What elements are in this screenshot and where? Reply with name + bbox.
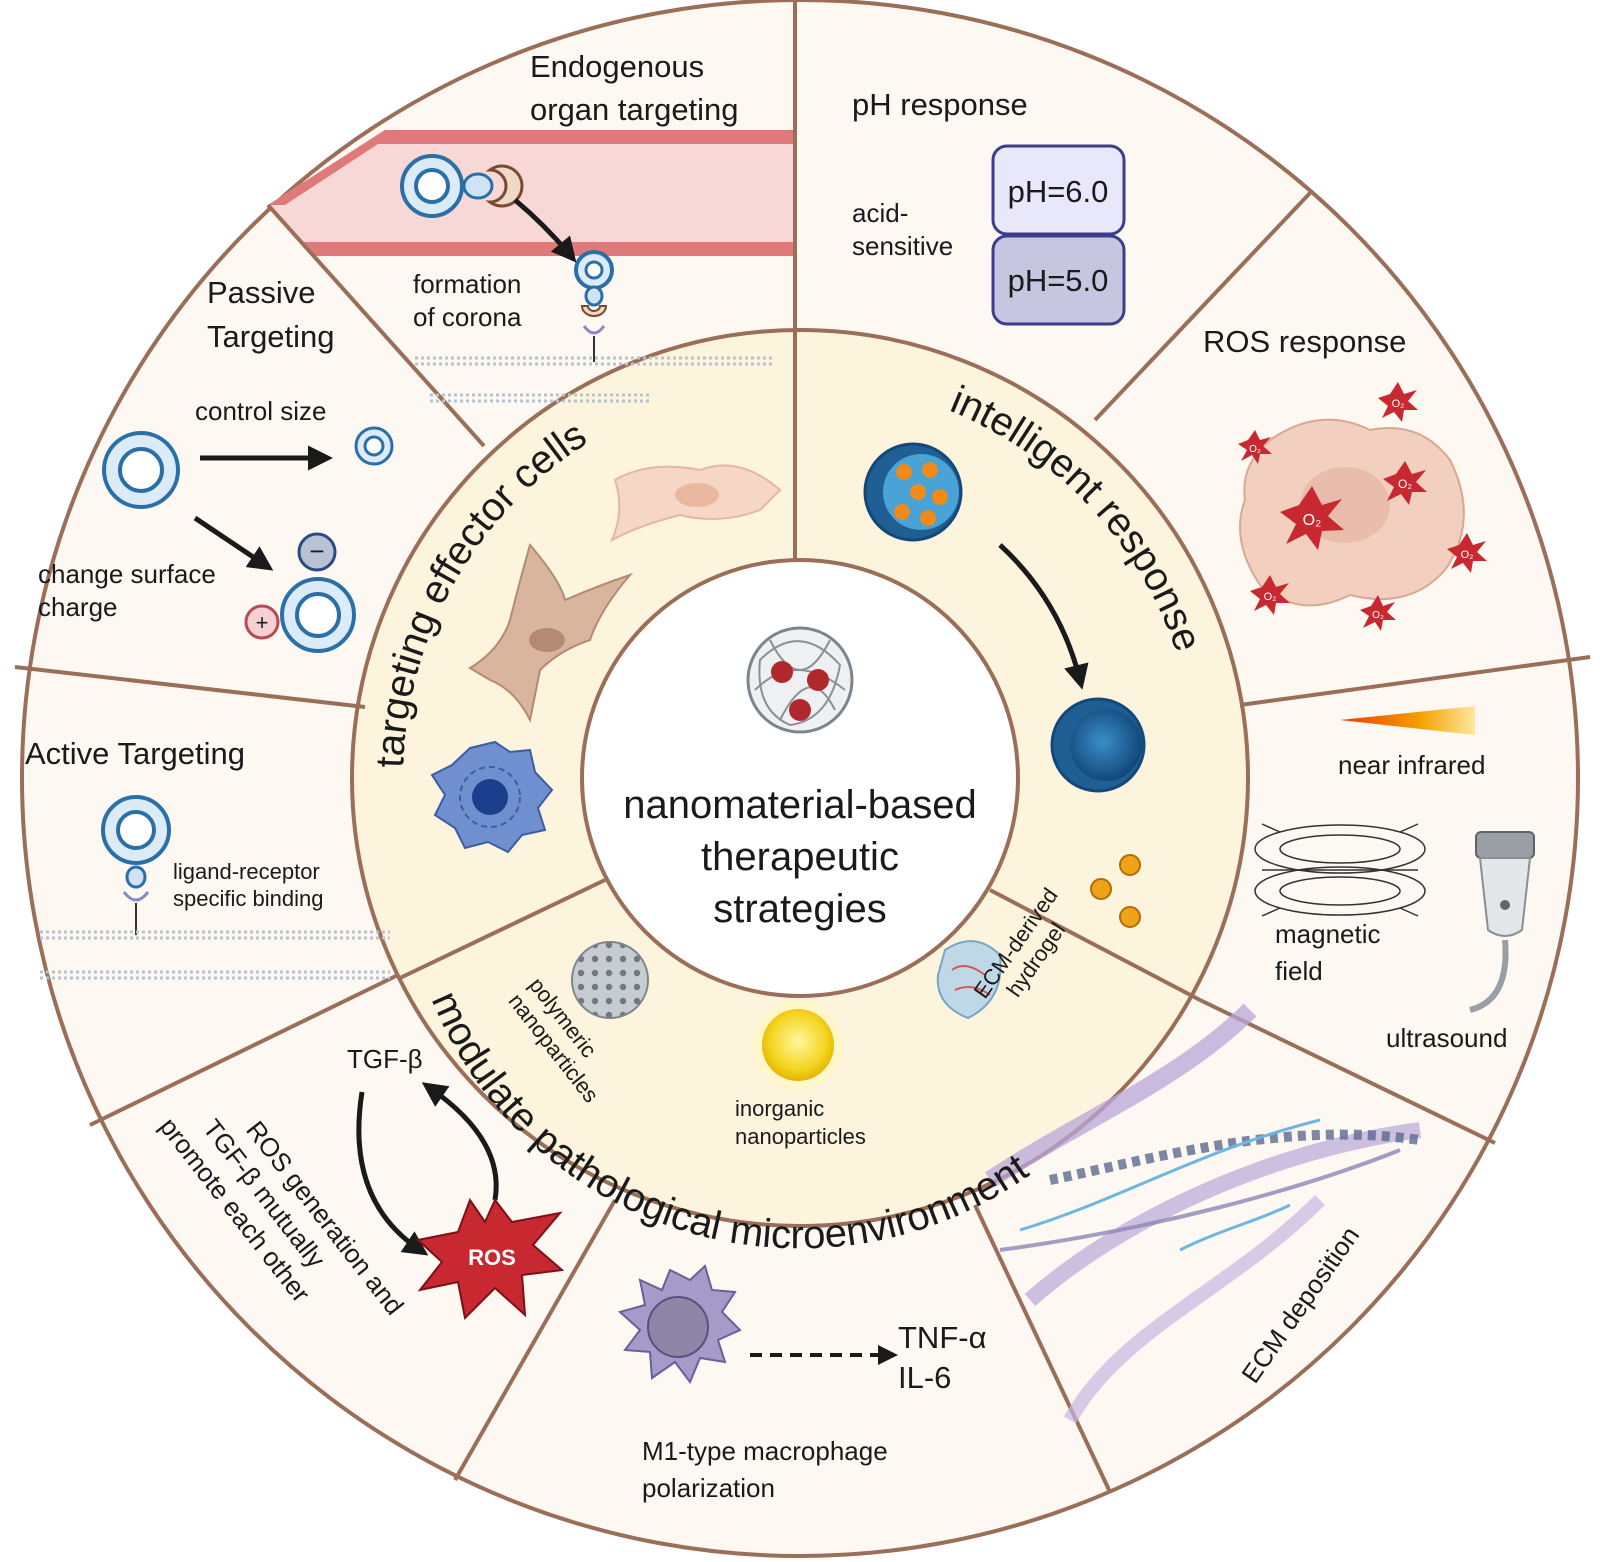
small-nanoparticle-icon <box>354 426 394 466</box>
endogenous-title-1: Endogenous <box>530 49 704 84</box>
ros-burst-icon <box>415 1197 565 1321</box>
magnetic-label-2: field <box>1275 956 1323 986</box>
ph5-box <box>991 234 1126 326</box>
o2-label: O₂ <box>1398 477 1412 491</box>
ultrasound-probe-icon <box>1469 831 1535 1013</box>
o2-label: O₂ <box>1249 444 1261 455</box>
empty-nanocarrier-icon <box>1050 697 1146 793</box>
center-title-2: therapeutic <box>701 835 899 879</box>
inner-dividers <box>399 330 1201 1002</box>
magnetic-label-1: magnetic <box>1275 919 1381 949</box>
passive-charge-2: charge <box>38 592 118 622</box>
active-note-1: ligand-receptor <box>173 859 320 884</box>
endogenous-membrane <box>415 356 775 403</box>
passive-charge-1: change surface <box>38 559 216 589</box>
myofibroblast-cell-icon <box>468 542 634 724</box>
o2-label: O₂ <box>1372 610 1384 621</box>
release-arrow <box>998 543 1089 690</box>
center-title-3: strategies <box>713 887 886 931</box>
active-membrane <box>40 930 390 980</box>
il6-label: IL-6 <box>898 1360 951 1395</box>
ecm-fibers-illustration <box>985 1003 1422 1424</box>
charge-arrow <box>193 515 274 571</box>
endogenous-note-2: of corona <box>413 302 522 332</box>
blood-vessel <box>268 130 795 256</box>
large-nanoparticle-icon <box>102 431 180 509</box>
ligand-nanoparticle-icon <box>101 795 171 935</box>
endogenous-title-2: organ targeting <box>530 92 739 127</box>
ros-o2-bursts: O₂ O₂ O₂ O₂ O₂ O₂ O₂ <box>1238 382 1487 631</box>
drug-loaded-nanocarrier-icon <box>863 442 963 542</box>
corona-arrow <box>513 198 577 263</box>
inorganic-label-1: inorganic <box>735 1096 824 1121</box>
near-infrared-icon <box>1340 706 1475 735</box>
acid-sensitive-label-1: acid- <box>852 198 908 228</box>
plus-sign: + <box>256 610 269 635</box>
ros-burst-label: ROS <box>468 1245 516 1270</box>
passive-size-label: control size <box>195 396 327 426</box>
o2-label: O₂ <box>1461 549 1474 561</box>
passive-title-1: Passive <box>207 275 316 310</box>
ros-to-tgf-arrow <box>421 1082 499 1201</box>
o2-label: O₂ <box>1303 512 1322 529</box>
ph-title: pH response <box>852 87 1028 122</box>
ultrasound-label: ultrasound <box>1386 1023 1507 1053</box>
o2-label: O₂ <box>1392 398 1405 410</box>
center-circle <box>580 558 1020 998</box>
nir-label: near infrared <box>1338 750 1485 780</box>
macrophage-caption-2: polarization <box>642 1473 775 1503</box>
magnetic-field-icon <box>1254 823 1426 917</box>
released-drug-icon <box>1090 854 1141 928</box>
fibroblast-cell-icon <box>609 464 782 543</box>
immune-cell-icon <box>430 740 554 854</box>
passive-title-2: Targeting <box>207 319 335 354</box>
active-note-2: specific binding <box>173 886 323 911</box>
o2-label: O₂ <box>1264 591 1277 603</box>
charged-nanoparticle-icon <box>244 532 356 653</box>
nanoparticle-with-corona-icon <box>400 154 524 218</box>
nanomaterial-mesh-icon <box>746 626 854 734</box>
tgf-beta-label: TGF-β <box>347 1044 423 1074</box>
m1-macrophage-icon <box>617 1264 742 1384</box>
acid-sensitive-label-2: sensitive <box>852 231 953 261</box>
inorganic-nanoparticle-icon <box>762 1009 834 1081</box>
ph6-label: pH=6.0 <box>1008 174 1109 209</box>
segment-dividers <box>14 0 1591 1493</box>
ecm-hydrogel-icon <box>936 940 1002 1020</box>
macrophage-caption-1: M1-type macrophage <box>642 1436 888 1466</box>
ros-response-title: ROS response <box>1203 324 1406 359</box>
active-title: Active Targeting <box>25 736 245 771</box>
ph6-box <box>991 144 1126 236</box>
center-title-1: nanomaterial-based <box>623 783 977 827</box>
ph5-label: pH=5.0 <box>1008 263 1109 298</box>
endogenous-note-1: formation <box>413 269 521 299</box>
polymeric-nanoparticle-icon <box>571 941 649 1019</box>
minus-sign: − <box>309 536 324 566</box>
inorganic-label-2: nanoparticles <box>735 1124 866 1149</box>
corona-bound-receptor-icon <box>574 250 614 362</box>
tgf-to-ros-arrow <box>356 1091 429 1256</box>
tnf-alpha-label: TNF-α <box>898 1320 987 1355</box>
